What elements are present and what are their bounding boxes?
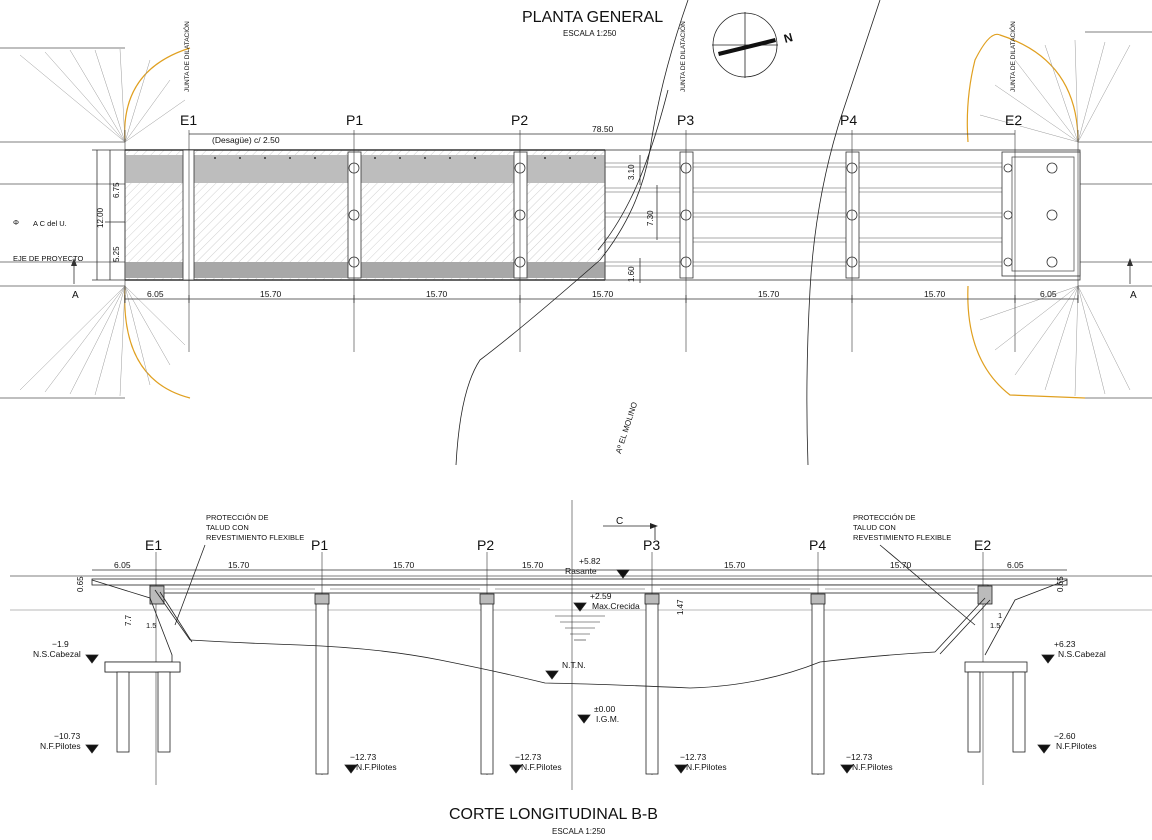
plan-span-2: 15.70 [426,289,448,299]
p4-pile-label: N.F.Pilotes [852,762,893,772]
p1-pile-value: −12.73 [350,752,377,762]
igm-label: I.G.M. [596,714,620,724]
plan-scale: ESCALA 1:250 [563,29,617,38]
plan-axis-p4: P4 [840,112,858,128]
plan-view [0,0,1152,466]
plan-title: PLANTA GENERAL [522,9,664,26]
left-pile-value: −10.73 [54,731,81,741]
left-cabezal-label: N.S.Cabezal [33,649,81,659]
section-mark-c: C [616,516,624,527]
protection-right-1: PROTECCIÓN DE [853,513,916,522]
ac-label: A C del U. [33,219,67,228]
joint-label-e1: JUNTA DE DILATACIÓN [184,21,191,92]
plan-width-total: 12.00 [96,207,105,228]
section-scale: ESCALA 1:250 [552,827,606,836]
plan-axis-p1: P1 [346,112,364,128]
plan-axis-e2: E2 [1005,112,1023,128]
joint-label-p3: JUNTA DE DILATACIÓN [680,21,687,92]
plan-span-5: 15.70 [924,289,946,299]
protection-right-3: REVESTIMIENTO FLEXIBLE [853,533,952,542]
ac-symbol: Φ [13,218,19,227]
plan-width-a: 6.75 [112,182,121,198]
section-span-4: 15.70 [724,560,746,570]
protection-left-2: TALUD CON [206,523,249,532]
plan-axis-e1: E1 [180,112,198,128]
crecida-value: +2.59 [590,591,612,601]
section-span-2: 15.70 [393,560,415,570]
p2-pile-value: −12.73 [515,752,542,762]
left-slope: 1.5 [146,621,157,630]
plan-span-4: 15.70 [758,289,780,299]
north-arrow-icon [712,12,778,78]
eje-label: EJE DE PROYECTO [13,254,84,263]
right-pile-label: N.F.Pilotes [1056,741,1097,751]
igm-value: ±0.00 [594,704,616,714]
right-slope: 1.5 [990,621,1001,630]
plan-total-length: 78.50 [592,124,614,134]
p3-pile-label: N.F.Pilotes [686,762,727,772]
rasante-label: Rasante [565,566,597,576]
right-cabezal-value: +6.23 [1054,639,1076,649]
p2-pile-label: N.F.Pilotes [521,762,562,772]
plan-beam-dim-1: 7.30 [646,210,655,226]
joint-label-e2: JUNTA DE DILATACIÓN [1010,21,1017,92]
crecida-label: Max.Crecida [592,601,640,611]
plan-span-1: 15.70 [260,289,282,299]
section-axis-e2: E2 [974,537,992,553]
plan-axis-p2: P2 [511,112,529,128]
plan-span-3: 15.70 [592,289,614,299]
section-span-3: 15.70 [522,560,544,570]
protection-left-1: PROTECCIÓN DE [206,513,269,522]
section-title: CORTE LONGITUDINAL B-B [449,806,658,823]
rasante-value: +5.82 [579,556,601,566]
deck-depth-left: 0.65 [76,576,85,592]
section-axis-p4: P4 [809,537,827,553]
left-pile-label: N.F.Pilotes [40,741,81,751]
protection-right-2: TALUD CON [853,523,896,532]
section-axis-p3: P3 [643,537,661,553]
section-axis-p2: P2 [477,537,495,553]
p3-pile-value: −12.73 [680,752,707,762]
p1-pile-label: N.F.Pilotes [356,762,397,772]
plan-span-0: 6.05 [147,289,164,299]
level-markers [85,569,1055,774]
plan-beam-dim-0: 3.10 [627,164,636,180]
section-mark-right: A [1130,290,1137,301]
section-axis-e1: E1 [145,537,163,553]
plan-beam-dim-2: 1.60 [627,266,636,282]
right-pile-value: −2.60 [1054,731,1076,741]
section-axis-p1: P1 [311,537,329,553]
plan-span-6: 6.05 [1040,289,1057,299]
plan-drain-label: (Desagüe) c/ 2.50 [212,135,280,145]
left-height: 7.7 [124,614,133,626]
right-cabezal-label: N.S.Cabezal [1058,649,1106,659]
ntn-label: N.T.N. [562,660,586,670]
section-span-1: 15.70 [228,560,250,570]
plan-axis-p3: P3 [677,112,695,128]
clearance: 1.47 [676,599,685,615]
section-span-6: 6.05 [1007,560,1024,570]
right-slope-num: 1 [998,611,1003,620]
plan-width-b: 5.25 [112,246,121,262]
section-mark-left: A [72,290,79,301]
p4-pile-value: −12.73 [846,752,873,762]
section-span-0: 6.05 [114,560,131,570]
deck-depth-right: 0.65 [1056,576,1065,592]
section-view [10,500,1152,790]
protection-left-3: REVESTIMIENTO FLEXIBLE [206,533,305,542]
left-cabezal-value: −1.9 [52,639,69,649]
section-span-5: 15.70 [890,560,912,570]
